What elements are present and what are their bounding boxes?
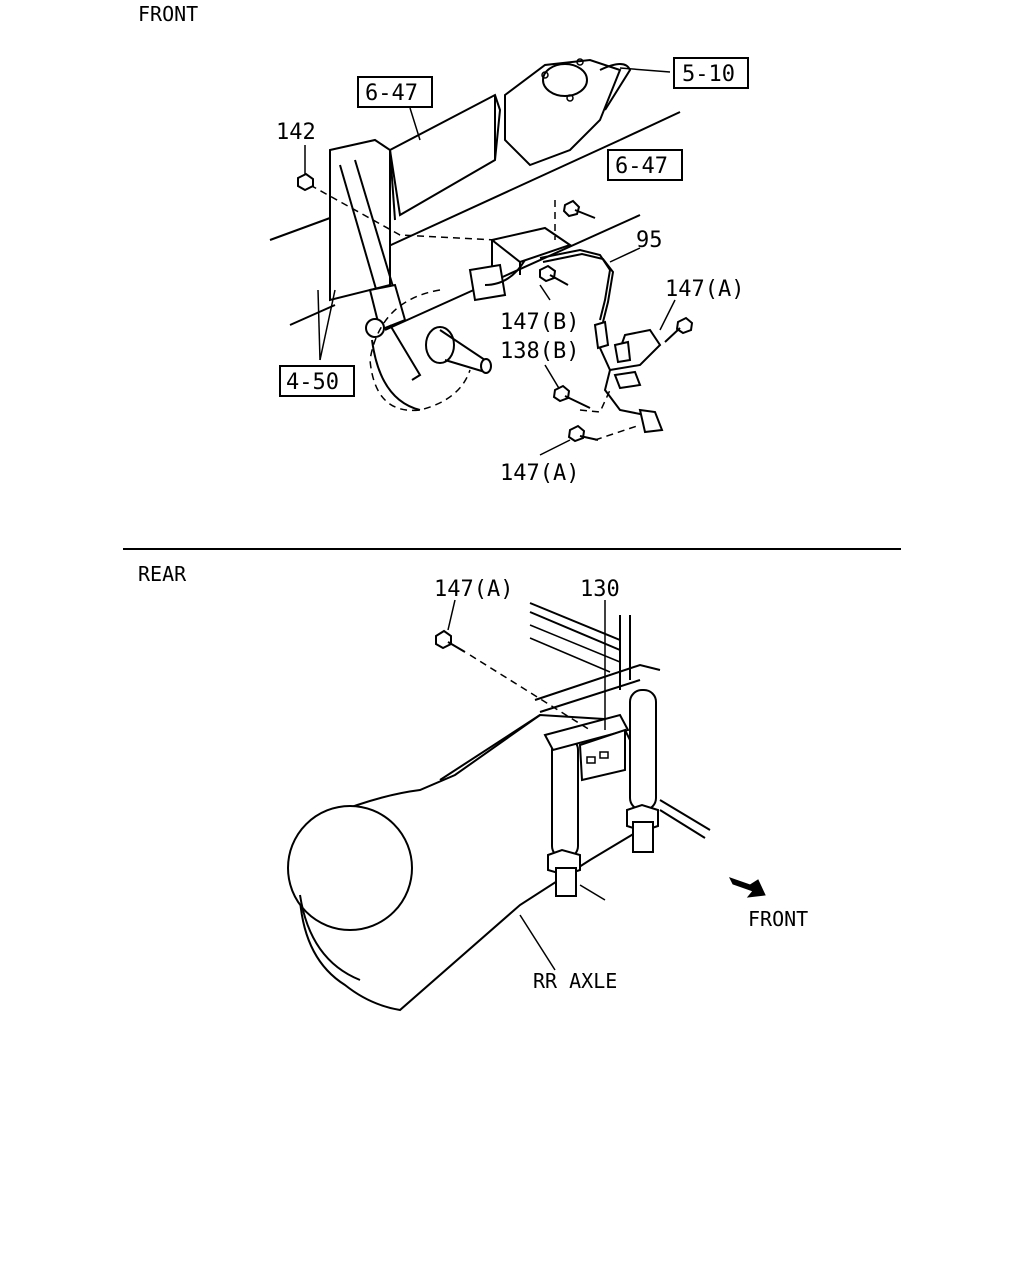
ref-box-6-47-top: [357, 76, 433, 108]
u-bolt-right: [626, 689, 659, 853]
brake-disc: [369, 289, 492, 412]
ref-box-4-50: [279, 365, 355, 397]
bracket-panel-6-47: [388, 93, 502, 221]
part-147a-lower-label: 147(A): [500, 461, 579, 486]
part-142-label: 142: [276, 120, 316, 145]
bolt-138b: [552, 384, 591, 409]
rear-bolt-147a: [435, 629, 466, 653]
part-138b-label: 138(B): [500, 339, 579, 364]
front-arrow-label: FRONT: [748, 907, 808, 931]
ref-6-47-right-label: 6-47: [615, 154, 668, 179]
front-leader-lines: [304, 67, 676, 456]
ref-6-47-top-label: 6-47: [365, 81, 418, 106]
part-95-label: 95: [636, 228, 663, 253]
rear-leader-lines: [447, 599, 606, 971]
bolt-147b: [539, 264, 569, 286]
sensor-bracket-130: [543, 713, 630, 782]
rear-part-147a-label: 147(A): [434, 577, 513, 602]
ref-box-5-10: [673, 57, 749, 89]
part-147b-label: 147(B): [500, 310, 579, 335]
shock-absorber: [329, 138, 407, 338]
front-section-title: FRONT: [138, 2, 198, 26]
ref-5-10-label: 5-10: [682, 62, 735, 87]
rear-section-title: REAR: [138, 562, 187, 586]
ref-4-50-label: 4-50: [286, 370, 339, 395]
u-bolt-left: [547, 737, 581, 897]
sensor-bracket: [468, 226, 573, 302]
bolt-147a-lower: [567, 424, 599, 443]
rr-axle-label: RR AXLE: [533, 969, 617, 993]
front-direction-arrow: [729, 877, 766, 898]
bolt-6-47-right: [562, 199, 596, 219]
bolt-142: [297, 172, 314, 192]
mount-bracket-5-10: [504, 58, 632, 167]
front-frame-rail: [269, 111, 681, 331]
abs-harness-95: [539, 248, 664, 434]
part-130-label: 130: [580, 577, 620, 602]
bolt-147a-upper: [664, 316, 694, 343]
ref-box-6-47-right: [607, 149, 683, 181]
part-147a-upper-label: 147(A): [665, 277, 744, 302]
